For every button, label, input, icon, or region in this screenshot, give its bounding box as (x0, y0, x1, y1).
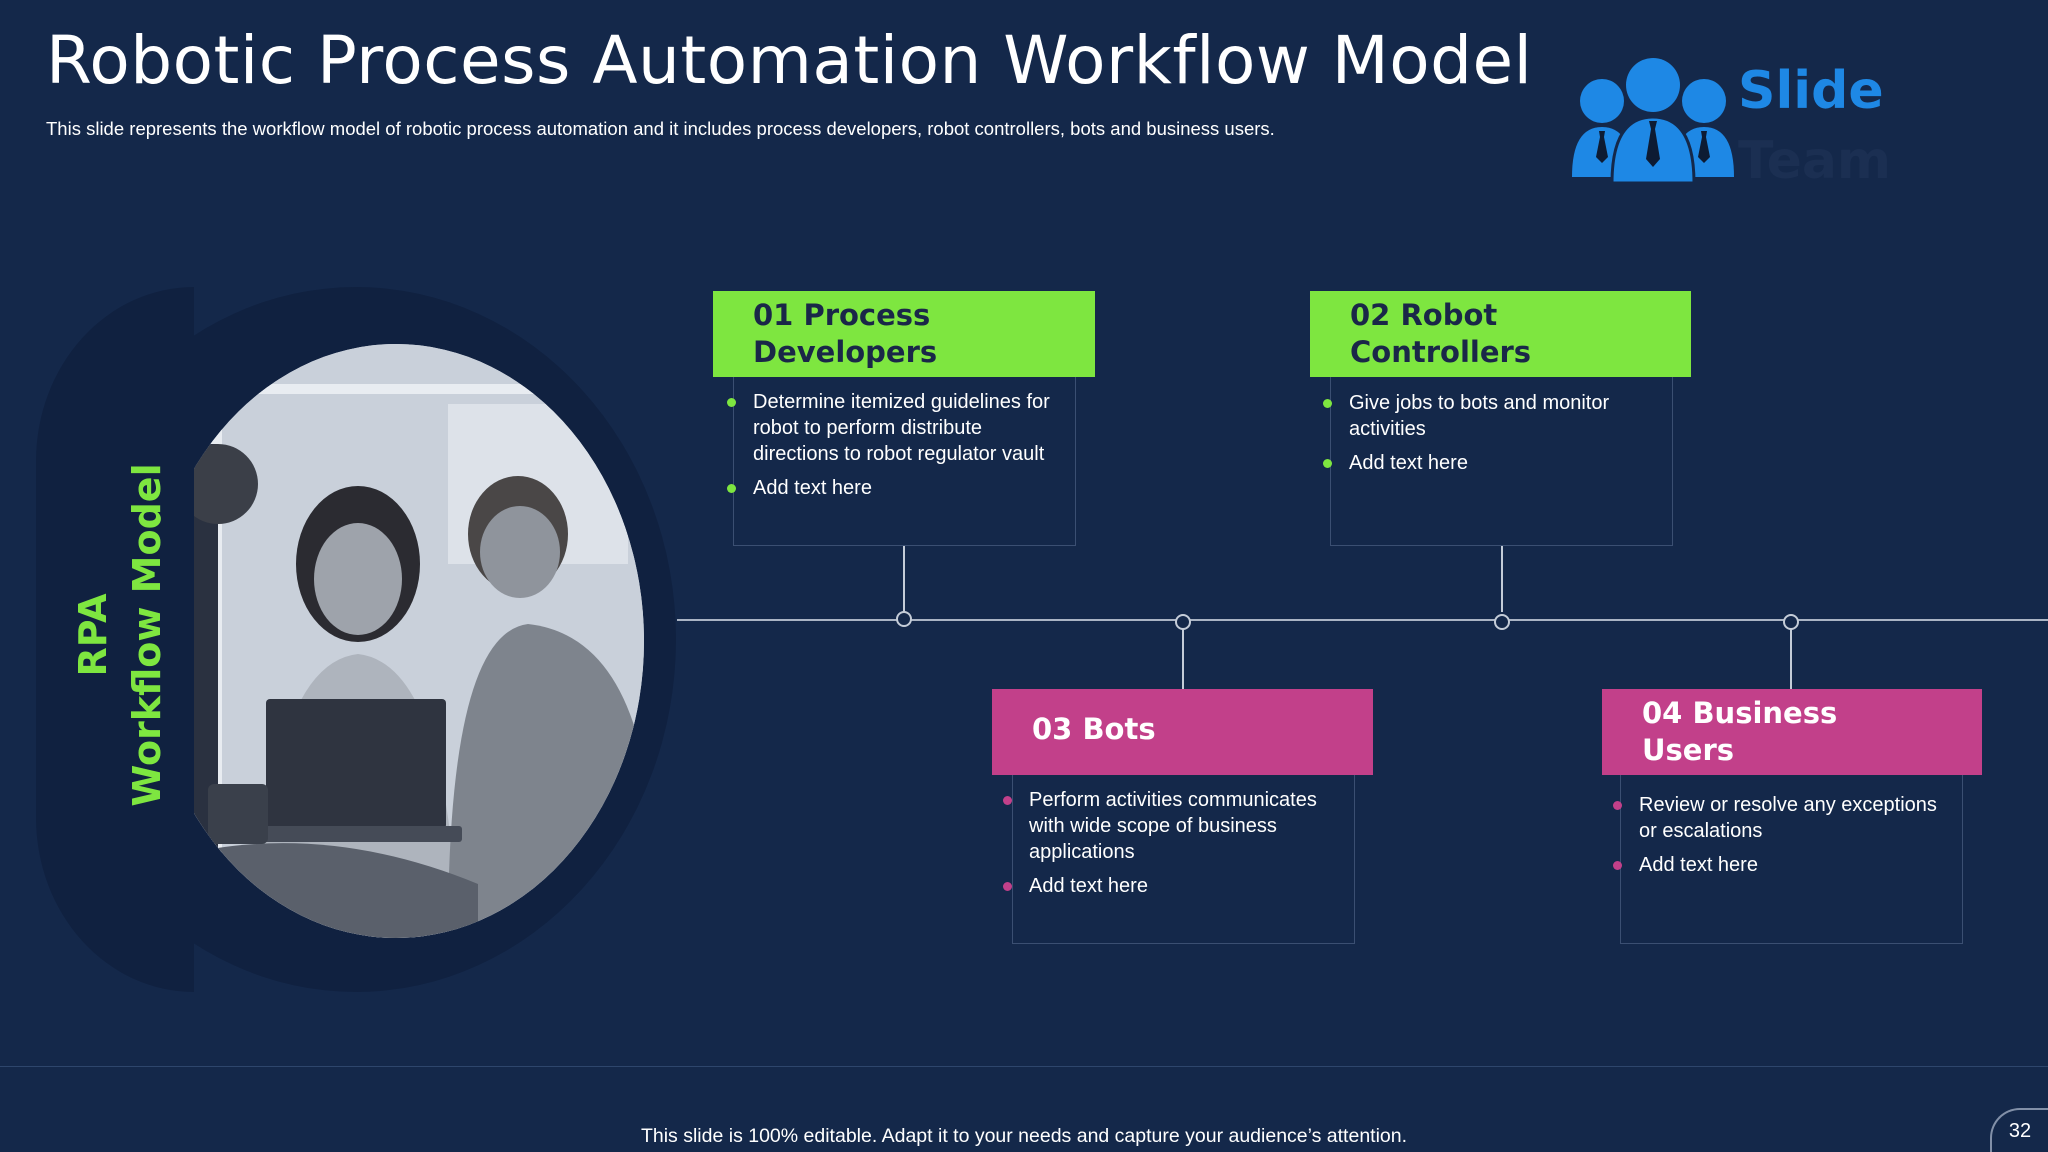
connector-step-4 (1790, 629, 1792, 689)
footer-text: This slide is 100% editable. Adapt it to… (640, 1125, 1408, 1147)
slide-title: Robotic Process Automation Workflow Mode… (46, 22, 1533, 99)
page-number: 32 (1990, 1108, 2048, 1152)
timeline-node-1 (896, 611, 912, 627)
step-2-bullet-1: Give jobs to bots and monitor activities (1323, 390, 1649, 442)
photo-side-panel (36, 287, 194, 992)
timeline-node-4 (1783, 614, 1799, 630)
step-4-heading-line2: Users (1642, 733, 1735, 767)
connector-step-1 (903, 545, 905, 612)
step-3-heading-line1: 03 Bots (1032, 712, 1156, 746)
logo-word-slide: Slide (1738, 61, 1884, 121)
timeline-node-3 (1175, 614, 1191, 630)
step-4-heading: 04 Business Users (1602, 689, 1982, 775)
team-photo-illustration (148, 344, 644, 938)
side-label-line1: RPA (71, 593, 115, 677)
logo-word-team: Team (1738, 131, 1892, 191)
step-4-bullet-2: Add text here (1613, 852, 1939, 878)
rpa-side-label: RPA Workflow Model (60, 463, 180, 806)
step-4-heading-line1: 04 Business (1642, 696, 1838, 730)
step-2-heading: 02 Robot Controllers (1310, 291, 1691, 377)
step-3-heading: 03 Bots (992, 689, 1373, 775)
step-2-heading-line2: Controllers (1350, 335, 1532, 369)
step-1-body (733, 377, 1076, 546)
people-icon (1572, 58, 1734, 185)
step-3-bullet-2: Add text here (1003, 873, 1329, 899)
step-1-bullets: Determine itemized guidelines for robot … (727, 389, 1053, 509)
step-4-body (1620, 775, 1963, 944)
side-label-line2: Workflow Model (125, 463, 169, 807)
footer-divider (0, 1066, 2048, 1067)
step-3-bullets: Perform activities communicates with wid… (1003, 787, 1329, 907)
step-4-bullets: Review or resolve any exceptions or esca… (1613, 792, 1939, 886)
step-1-bullet-1: Determine itemized guidelines for robot … (727, 389, 1053, 467)
team-photo (148, 344, 644, 938)
step-4-bullet-1: Review or resolve any exceptions or esca… (1613, 792, 1939, 844)
slideteam-logo: Slide Team (1568, 55, 1892, 195)
step-2-bullet-2: Add text here (1323, 450, 1649, 476)
step-2-heading-line1: 02 Robot (1350, 298, 1498, 332)
timeline-line (677, 619, 2048, 621)
step-2-bullets: Give jobs to bots and monitor activities… (1323, 390, 1649, 484)
step-1-heading-line2: Developers (753, 335, 938, 369)
step-3-bullet-1: Perform activities communicates with wid… (1003, 787, 1329, 865)
step-1-bullet-2: Add text here (727, 475, 1053, 501)
slide-subtitle: This slide represents the workflow model… (46, 118, 1275, 139)
step-1-heading: 01 Process Developers (713, 291, 1095, 377)
step-1-heading-line1: 01 Process (753, 298, 931, 332)
connector-step-3 (1182, 629, 1184, 689)
step-3-body (1012, 775, 1355, 944)
connector-step-2 (1501, 545, 1503, 612)
timeline-node-2 (1494, 614, 1510, 630)
